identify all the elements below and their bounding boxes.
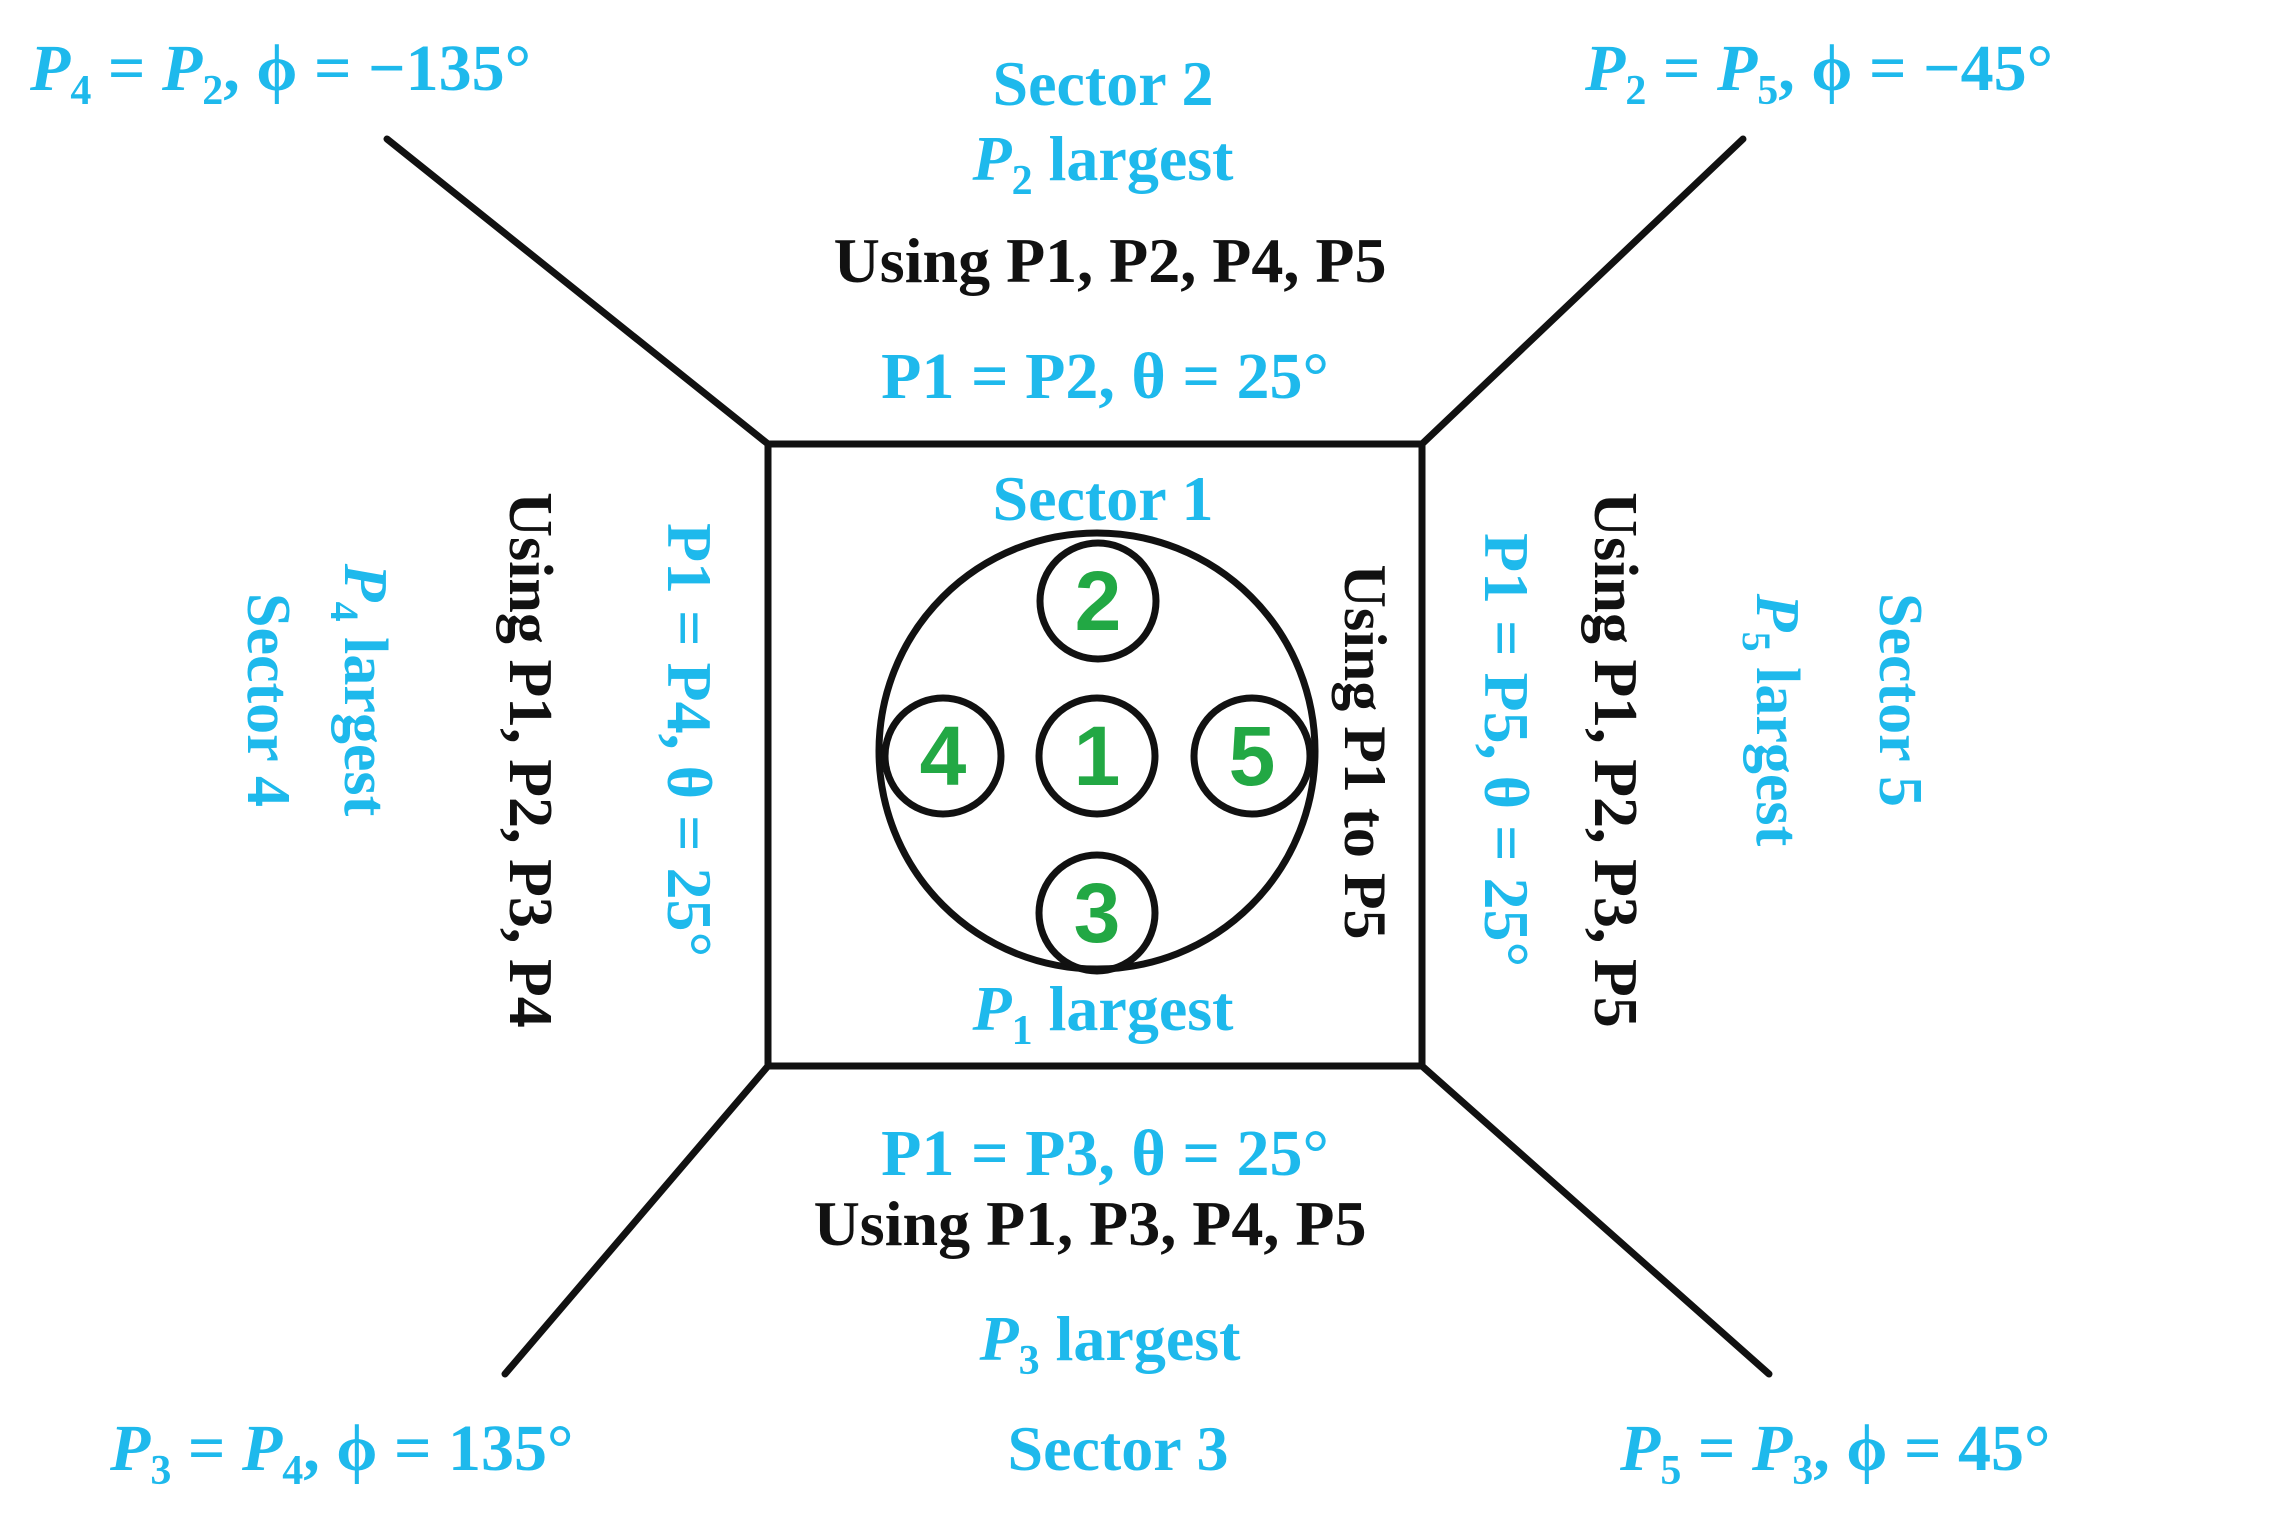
diagonal-bottom-right <box>1418 1062 1773 1378</box>
port-5-label: 5 <box>1229 709 1276 803</box>
sector-3-title: Sector 3 <box>1008 1413 1229 1484</box>
corner-top-left-label: P4 = P2, ϕ = −135° <box>29 32 531 114</box>
port-4-label: 4 <box>920 709 967 803</box>
diagonal-top-right <box>1418 135 1747 448</box>
sector-1-title: Sector 1 <box>993 463 1214 534</box>
diagonal-top-left <box>383 135 772 448</box>
port-2-circle <box>1036 539 1160 663</box>
sector-3-using: Using P1, P3, P4, P5 <box>814 1188 1367 1259</box>
sector-5-title: Sector 5 <box>1866 593 1934 807</box>
sector-1-using: Using P1 to P5 <box>1332 565 1398 940</box>
sector-2-title: Sector 2 <box>993 48 1214 119</box>
port-3-label: 3 <box>1074 866 1121 960</box>
sector-5-largest: P5 largest <box>1734 593 1811 847</box>
port-1-label: 1 <box>1074 709 1121 803</box>
central-square <box>764 440 1426 1070</box>
corner-bottom-left-label: P3 = P4, ϕ = 135° <box>109 1412 573 1494</box>
sector-2-largest: P2 largest <box>972 123 1235 204</box>
port-4-circle <box>881 694 1005 818</box>
port-5-circle <box>1190 694 1314 818</box>
corner-top-right-label: P2 = P5, ϕ = −45° <box>1584 32 2053 114</box>
boundary-1-2: P1 = P2, θ = 25° <box>881 340 1329 413</box>
sector-4-title: Sector 4 <box>234 593 302 807</box>
boundary-1-5: P1 = P5, θ = 25° <box>1471 533 1542 967</box>
sector-1-largest: P1 largest <box>972 973 1235 1054</box>
boundary-1-3: P1 = P3, θ = 25° <box>881 1117 1329 1190</box>
port-1-circle <box>1035 694 1159 818</box>
boundary-1-4: P1 = P4, θ = 25° <box>654 523 725 957</box>
sector-5-using: Using P1, P2, P3, P5 <box>1581 492 1649 1028</box>
diagonal-bottom-left <box>501 1062 772 1378</box>
sector-2-using: Using P1, P2, P4, P5 <box>834 225 1387 296</box>
sector-4-using: Using P1, P2, P3, P4 <box>496 492 564 1028</box>
port-2-label: 2 <box>1075 554 1122 648</box>
port-3-circle <box>1035 851 1159 975</box>
corner-bottom-right-label: P5 = P3, ϕ = 45° <box>1619 1412 2050 1494</box>
sector-3-largest: P3 largest <box>979 1303 1242 1384</box>
sector-4-largest: P4 largest <box>322 563 399 817</box>
